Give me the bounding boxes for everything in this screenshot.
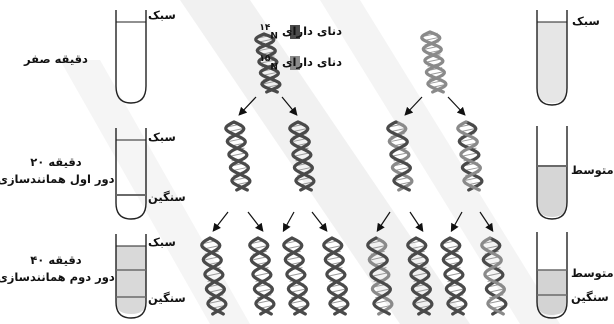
dna-right-gen2-2 <box>406 236 434 316</box>
right-row3-heavy-label: سنگین <box>571 290 609 304</box>
right-row1-light-label: سبک <box>572 14 600 28</box>
dna-right-gen2-3 <box>440 236 468 316</box>
arrow-right-gen0-a <box>404 96 423 116</box>
right-tube-row2 <box>536 126 568 220</box>
arrow-right-gen1-b2 <box>479 211 494 232</box>
dna-left-gen2-4 <box>322 236 350 316</box>
replication-arrows <box>212 96 494 233</box>
left-row2-round-label: دور اول همانندسازی <box>0 172 115 186</box>
dna-right-gen2-4 <box>480 236 508 316</box>
left-row2-heavy-label: سنگین <box>148 190 186 204</box>
right-row2-medium-label: متوسط <box>571 163 614 177</box>
legend-14n: دنای دارای ۱۴N <box>259 23 342 42</box>
left-tube-row2 <box>115 128 147 220</box>
legend-15n-label: دنای دارای ۱۵N <box>259 54 342 73</box>
dna-left-gen2-2 <box>248 236 276 316</box>
dna-left-gen1-b <box>288 120 316 192</box>
legend-15n: دنای دارای ۱۵N <box>259 54 342 73</box>
arrow-left-gen0-a <box>238 96 257 116</box>
left-tube-row3 <box>115 234 147 319</box>
left-row3-time-label: دقیقه ۴۰ <box>30 253 82 267</box>
arrow-left-gen1-a1 <box>212 211 229 232</box>
dna-right-gen1-b <box>456 120 484 192</box>
arrow-right-gen1-a1 <box>376 211 391 232</box>
left-tube-row1 <box>115 10 147 104</box>
dna-left-gen1-a <box>224 120 252 192</box>
arrow-right-gen1-b1 <box>450 211 463 233</box>
right-row3-medium-label: متوسط <box>571 266 614 280</box>
dna-right-gen1-a <box>386 120 414 192</box>
right-tube-row3 <box>536 232 568 319</box>
left-row3-round-label: دور دوم همانندسازی <box>0 270 115 284</box>
arrow-left-gen1-b1 <box>282 211 295 233</box>
arrow-left-gen1-a2 <box>247 211 264 232</box>
left-row3-heavy-label: سنگین <box>148 291 186 305</box>
dna-left-gen2-1 <box>200 236 228 316</box>
arrow-right-gen0-b <box>447 96 466 116</box>
arrow-right-gen1-a2 <box>409 211 424 232</box>
left-row2-time-label: دقیقه ۲۰ <box>30 155 82 169</box>
arrow-left-gen1-b2 <box>311 211 328 232</box>
dna-left-gen0 <box>254 32 282 94</box>
right-tube-row1 <box>536 10 568 106</box>
dna-left-gen2-3 <box>282 236 310 316</box>
left-row3-light-label: سبک <box>148 235 176 249</box>
dna-right-gen2-1 <box>366 236 394 316</box>
dna-helices <box>200 30 508 316</box>
left-row1-light-label: سبک <box>148 8 176 22</box>
legend-14n-label: دنای دارای ۱۴N <box>259 23 342 42</box>
legend-swatch-15n <box>290 56 300 70</box>
legend-swatch-14n <box>290 25 300 39</box>
left-row2-light-label: سبک <box>148 130 176 144</box>
dna-right-gen0 <box>420 30 448 94</box>
left-row1-time-label: دقیقه صفر <box>24 52 88 66</box>
arrow-left-gen0-b <box>281 96 298 116</box>
